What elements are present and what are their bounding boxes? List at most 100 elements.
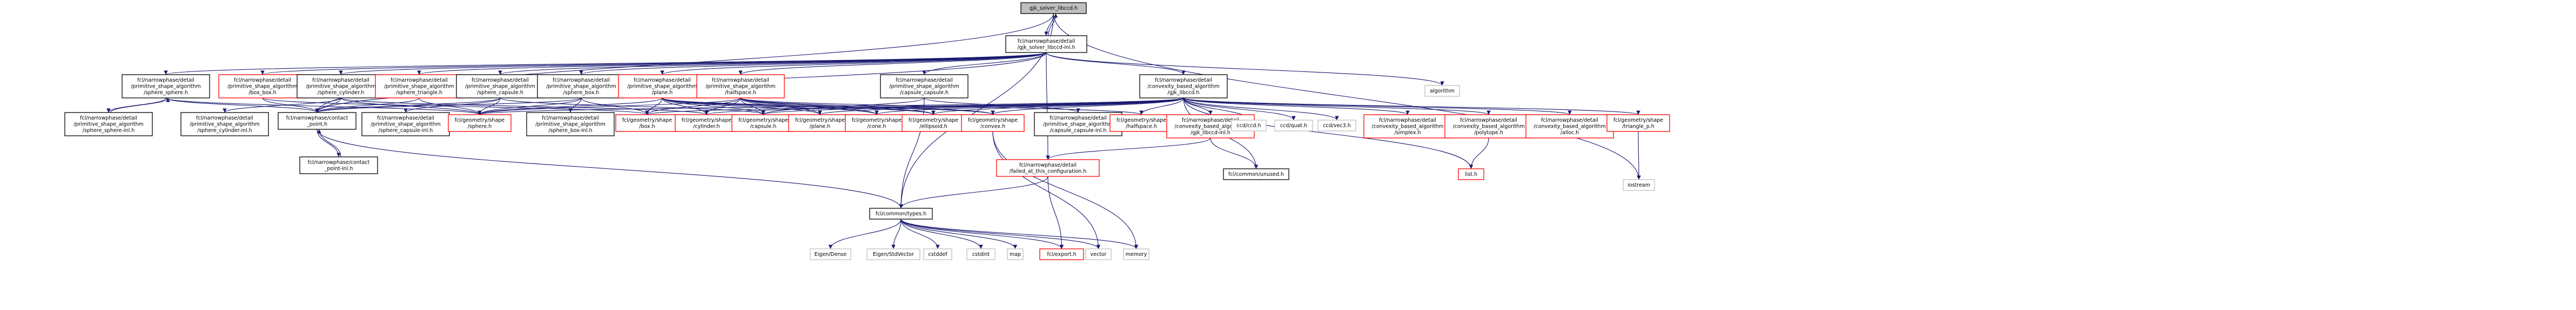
node-polytope[interactable]: fcl/narrowphase/detail/convexity_based_a…	[1444, 114, 1533, 138]
node-box	[675, 114, 738, 132]
node-geosphere[interactable]: fcl/geometry/shape/sphere.h	[448, 114, 512, 132]
node-label: /capsule_capsule.h	[900, 90, 949, 96]
node-sphcapinl[interactable]: fcl/narrowphase/detail/primitive_shape_a…	[361, 112, 450, 136]
node-label: fcl/narrowphase/detail	[896, 77, 953, 83]
node-box	[696, 74, 785, 98]
node-sphbox[interactable]: fcl/narrowphase/detail/primitive_shape_a…	[218, 74, 307, 98]
edge-sphbox-to-contact	[262, 97, 319, 113]
node-failed[interactable]: fcl/narrowphase/detail/failed_at_this_co…	[996, 159, 1100, 177]
node-types[interactable]: fcl/common/types.h	[869, 208, 933, 220]
node-sphtri[interactable]: fcl/narrowphase/detail/primitive_shape_a…	[375, 74, 463, 98]
node-capcapinl[interactable]: fcl/narrowphase/detail/primitive_shape_a…	[1034, 112, 1122, 136]
node-label: vector	[1090, 252, 1106, 258]
node-box	[526, 112, 615, 136]
node-gjkinl[interactable]: fcl/narrowphase/detail/gjk_solver_libccd…	[1005, 35, 1087, 53]
node-box	[1005, 35, 1087, 53]
node-alloc[interactable]: fcl/narrowphase/detail/convexity_based_a…	[1525, 114, 1614, 138]
edge-plane-to-geoell	[662, 97, 936, 115]
node-sphcyl[interactable]: fcl/narrowphase/detail/primitive_shape_a…	[297, 74, 385, 98]
node-label: cstddef	[928, 252, 947, 258]
node-sphsphinl[interactable]: fcl/narrowphase/detail/primitive_shape_a…	[64, 112, 153, 136]
node-geohalf[interactable]: fcl/geometry/shape/halfspace.h	[1109, 114, 1173, 132]
node-label: iostream	[1627, 182, 1650, 188]
node-layer: gjk_solver_libccd.h fcl/narrowphase/detai…	[64, 2, 1670, 260]
node-contact[interactable]: fcl/narrowphase/contact_point.h	[278, 112, 357, 130]
edge-gjklibccd-to-polytope	[1183, 97, 1491, 115]
node-geoplane[interactable]: fcl/geometry/shape/plane.h	[788, 114, 852, 132]
node-label: /primitive_shape_algorithm	[73, 122, 144, 128]
node-box	[456, 74, 544, 98]
node-box	[1034, 112, 1122, 136]
node-geoconvex[interactable]: fcl/geometry/shape/convex.h	[961, 114, 1025, 132]
node-box	[618, 74, 707, 98]
edge-gjkinl-to-sphcyl	[339, 52, 1047, 75]
node-cstddef: cstddef	[923, 248, 952, 260]
node-label: ccd/ccd.h	[1236, 123, 1261, 129]
edge-geoconvex-to-memory	[992, 131, 1139, 249]
node-box	[1020, 2, 1087, 14]
node-label: /sphere_sphere.h	[144, 90, 188, 96]
node-label: /capsule.h	[750, 124, 777, 130]
node-box	[1223, 168, 1289, 180]
node-cstdint: cstdint	[966, 248, 996, 260]
node-box	[1274, 120, 1313, 131]
node-box	[180, 112, 269, 136]
node-halfsp[interactable]: fcl/narrowphase/detail/primitive_shape_a…	[696, 74, 785, 98]
edge-root-to-iostream	[1053, 13, 1641, 180]
node-label: fcl/geometry/shape	[622, 117, 672, 123]
node-triangle[interactable]: fcl/geometry/shape/triangle_p.h	[1606, 114, 1670, 132]
node-geocone[interactable]: fcl/geometry/shape/cone.h	[845, 114, 909, 132]
node-eigendense: Eigen/Dense	[810, 248, 851, 260]
edge-sphbx-to-geosphere	[477, 97, 582, 115]
node-geocyl[interactable]: fcl/geometry/shape/cylinder.h	[675, 114, 738, 132]
node-root[interactable]: gjk_solver_libccd.h	[1020, 2, 1087, 14]
edge-halfsp-to-geoplane	[740, 97, 822, 115]
node-label: fcl/narrowphase/detail	[1155, 77, 1212, 83]
node-sphboxinl[interactable]: fcl/narrowphase/detail/primitive_shape_a…	[526, 112, 615, 136]
node-box	[1007, 248, 1024, 260]
edge-types-to-vector	[900, 219, 1101, 249]
node-label: fcl/narrowphase/detail	[391, 77, 448, 83]
node-sphcap[interactable]: fcl/narrowphase/detail/primitive_shape_a…	[456, 74, 544, 98]
node-box	[1317, 120, 1356, 131]
node-label: /convex.h	[980, 124, 1005, 130]
node-box	[375, 74, 463, 98]
node-label: fcl/narrowphase/detail	[1460, 117, 1517, 123]
node-sphbx[interactable]: fcl/narrowphase/detail/primitive_shape_a…	[537, 74, 625, 98]
node-label: /failed_at_this_configuration.h	[1010, 169, 1087, 175]
node-label: /primitive_shape_algorithm	[546, 84, 616, 90]
node-ccd: ccd/ccd.h	[1231, 120, 1267, 131]
node-box	[1444, 114, 1533, 138]
node-label: /primitive_shape_algorithm	[535, 122, 606, 128]
edge-gjkinl-to-capcap	[922, 52, 1047, 75]
node-box	[537, 74, 625, 98]
node-simplex[interactable]: fcl/narrowphase/detail/convexity_based_a…	[1363, 114, 1452, 138]
node-geobox[interactable]: fcl/geometry/shape/box.h	[615, 114, 679, 132]
node-capcap[interactable]: fcl/narrowphase/detail/primitive_shape_a…	[880, 74, 968, 98]
node-export[interactable]: fcl/export.h	[1039, 248, 1084, 260]
node-contactinl[interactable]: fcl/narrowphase/contact_point-inl.h	[299, 156, 378, 174]
node-label: fcl/narrowphase/detail	[1050, 115, 1107, 121]
node-label: /primitive_shape_algorithm	[371, 122, 441, 128]
edge-plane-to-geoplane	[662, 97, 822, 115]
node-box	[299, 156, 378, 174]
node-geoell[interactable]: fcl/geometry/shape/ellipsoid.h	[902, 114, 965, 132]
node-box	[1525, 114, 1614, 138]
edge-contact-to-types	[317, 129, 903, 209]
node-geocap[interactable]: fcl/geometry/shape/capsule.h	[731, 114, 795, 132]
edge-sphtri-to-geosphere	[419, 97, 482, 115]
node-label: fcl/narrowphase/detail	[1182, 117, 1239, 123]
node-list[interactable]: list.h	[1458, 168, 1484, 180]
node-label: /box.h	[639, 124, 655, 130]
node-label: /sphere_capsule.h	[477, 90, 523, 96]
node-unused[interactable]: fcl/common/unused.h	[1223, 168, 1289, 180]
node-label: /sphere_sphere-inl.h	[83, 128, 135, 134]
node-gjklibccd[interactable]: fcl/narrowphase/detail/convexity_based_a…	[1139, 74, 1228, 98]
node-label: fcl/narrowphase/detail	[80, 115, 137, 121]
node-box	[1458, 168, 1484, 180]
node-box	[810, 248, 851, 260]
node-label: /primitive_shape_algorithm	[306, 84, 376, 90]
node-sphsph[interactable]: fcl/narrowphase/detail/primitive_shape_a…	[122, 74, 210, 98]
node-sphcylinl[interactable]: fcl/narrowphase/detail/primitive_shape_a…	[180, 112, 269, 136]
node-plane[interactable]: fcl/narrowphase/detail/primitive_shape_a…	[618, 74, 707, 98]
